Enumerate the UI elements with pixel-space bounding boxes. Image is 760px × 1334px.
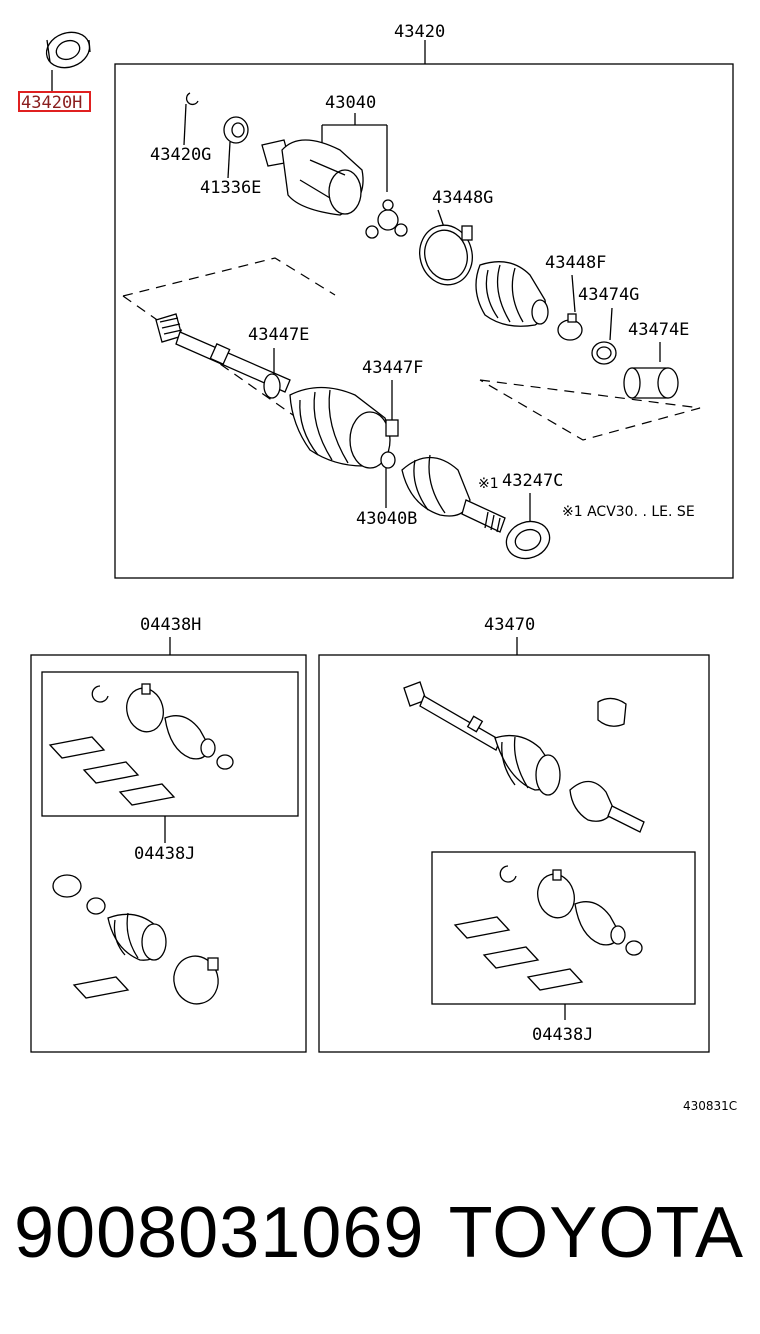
kit-j-left-frame	[41, 671, 299, 817]
product-footer: 9008031069 TOYOTA	[0, 1188, 760, 1278]
label-43448f[interactable]: 43448F	[545, 253, 606, 273]
dust-seal-part[interactable]	[223, 116, 249, 144]
label-04438j-right[interactable]: 04438J	[532, 1025, 593, 1045]
label-43470[interactable]: 43470	[484, 615, 535, 635]
label-43420g[interactable]: 43420G	[150, 145, 211, 165]
inner-joint-housing[interactable]	[261, 139, 364, 216]
shaft-assy-frame	[318, 654, 710, 1053]
seal-247c-part[interactable]	[501, 516, 555, 565]
clamp-474g-part[interactable]	[591, 341, 617, 365]
part-number: 9008031069	[14, 1193, 425, 1273]
kit-j-left-parts[interactable]	[48, 683, 234, 806]
kit-j-right-parts[interactable]	[453, 865, 643, 991]
tripod-spider-part[interactable]	[365, 199, 408, 239]
note-text: ※1 ACV30. . LE. SE	[562, 504, 695, 520]
label-04438h[interactable]: 04438H	[140, 615, 201, 635]
label-43247c[interactable]: 43247C	[502, 471, 563, 491]
outer-boot-part[interactable]	[289, 386, 391, 469]
kit-h-frame	[30, 654, 307, 1053]
label-04438j-left[interactable]: 04438J	[134, 844, 195, 864]
boot-clamp-447e-part[interactable]	[263, 373, 281, 399]
label-43447e[interactable]: 43447E	[248, 325, 309, 345]
label-43040[interactable]: 43040	[325, 93, 376, 113]
outer-cv-joint-part[interactable]	[401, 454, 506, 533]
boot-clamp-f-part[interactable]	[557, 313, 583, 341]
kit-h-parts[interactable]	[52, 874, 223, 1009]
label-41336e[interactable]: 41336E	[200, 178, 261, 198]
drawing-code: 430831C	[683, 1099, 737, 1113]
highlight-box	[18, 91, 91, 112]
ring-040b-part[interactable]	[380, 451, 396, 469]
drive-shaft-part[interactable]	[155, 313, 291, 393]
snap-ring-part[interactable]	[186, 92, 199, 105]
dashed-subgroup	[122, 257, 701, 441]
label-43474g[interactable]: 43474G	[578, 285, 639, 305]
note-mark: ※1	[478, 476, 499, 492]
boot-clamp-447f-part[interactable]	[385, 419, 399, 437]
label-43448g[interactable]: 43448G	[432, 188, 493, 208]
label-43040b[interactable]: 43040B	[356, 509, 417, 529]
clamp-474e-part[interactable]	[623, 367, 679, 399]
label-43447f[interactable]: 43447F	[362, 358, 423, 378]
main-assembly-frame	[114, 63, 734, 579]
label-43420h[interactable]: 43420H	[21, 93, 82, 113]
label-43474e[interactable]: 43474E	[628, 320, 689, 340]
kit-j-right-frame	[431, 851, 696, 1005]
brand-name: TOYOTA	[448, 1193, 744, 1273]
boot-clamp-g-part[interactable]	[413, 219, 479, 290]
inner-boot-part[interactable]	[475, 261, 549, 327]
shaft-assy-parts[interactable]	[403, 681, 645, 833]
outer-seal-part[interactable]	[42, 27, 95, 74]
label-43420[interactable]: 43420	[394, 22, 445, 42]
